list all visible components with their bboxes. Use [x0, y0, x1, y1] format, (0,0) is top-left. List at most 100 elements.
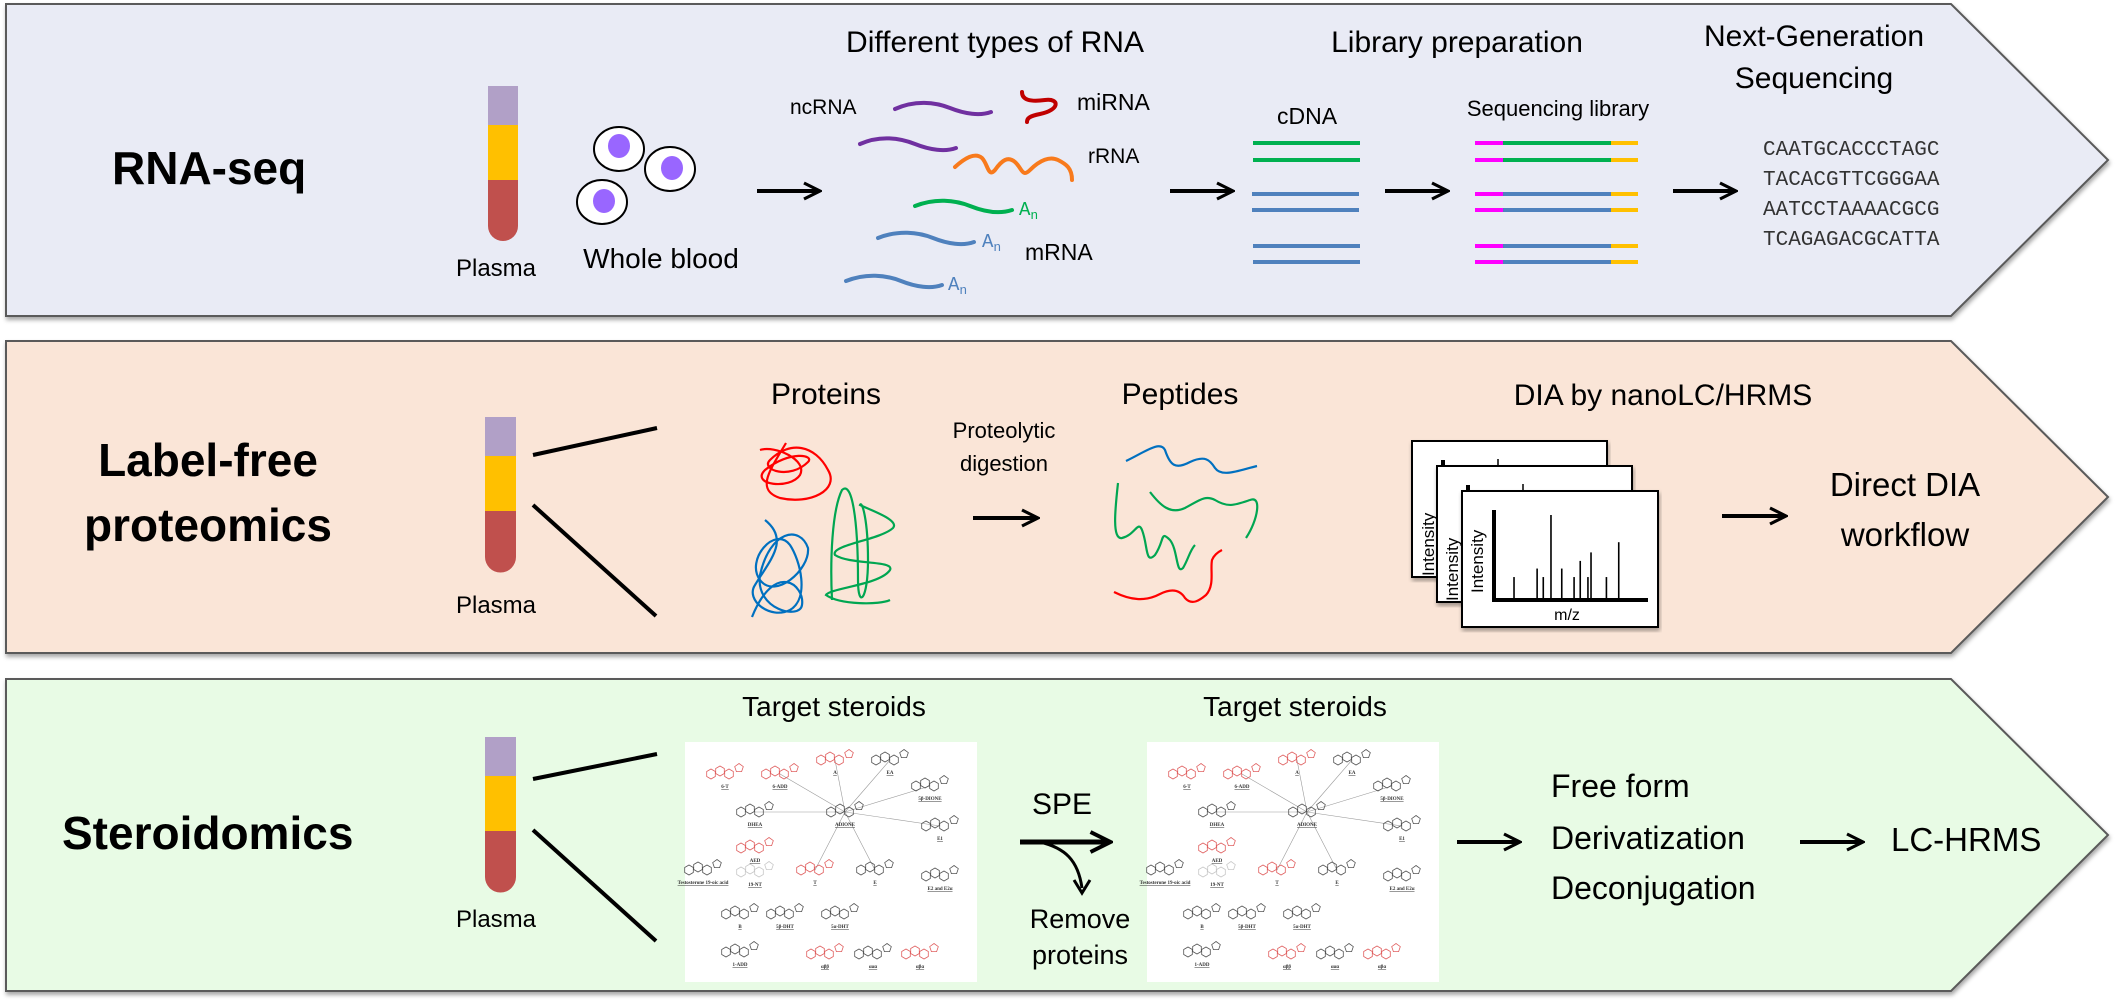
plasma-label: Plasma [455, 255, 537, 282]
steroid-structure-icon: 5β-DIONE [911, 775, 949, 802]
steroid-label: 19-NT [748, 883, 762, 888]
steroidomics-title: Steroidomics [62, 807, 354, 859]
steroid-structure-icon: Testosterone 19-oic acid [1140, 859, 1191, 886]
steroid-label: ADIONE [835, 823, 856, 828]
remove-proteins-line1: Remove [1029, 904, 1131, 934]
steroid-structure-icon: ααα [1316, 943, 1354, 970]
pathway-edge [844, 785, 931, 813]
steroid-label: 6-ADD [1235, 785, 1250, 790]
mrna-strand [913, 198, 1014, 215]
ngs-heading-line2: Sequencing [1734, 62, 1894, 95]
steroid-label: T [813, 881, 817, 886]
intensity-axis-label: Intensity [1419, 512, 1438, 576]
steroid-structure-icon: 19-NT [736, 861, 774, 888]
ncrna-strand [893, 100, 993, 117]
steroid-structure-icon: E [1318, 859, 1356, 886]
steroid-label: 5α-DHT [831, 925, 849, 930]
polya-tail-label: An [982, 231, 1002, 255]
lc-hrms-label: LC-HRMS [1891, 821, 2042, 858]
steroid-structure-icon: 1-ADD [721, 941, 759, 968]
remove-proteins-line2: proteins [1031, 940, 1129, 970]
steroid-structure-icon: 19-NT [1198, 861, 1236, 888]
connector-line [531, 503, 658, 618]
steroid-structure-icon: ααα [854, 943, 892, 970]
sequencing-library-icon [1475, 141, 1638, 264]
target-steroids-heading: Target steroids [1203, 691, 1387, 722]
steroid-label: AED [750, 859, 761, 864]
steroid-structure-icon: αββ [1268, 943, 1306, 970]
polya-a: A [1019, 199, 1031, 221]
library-prep-heading: Library preparation [1331, 26, 1583, 59]
proteomics-title-line2: proteomics [84, 499, 332, 551]
steroid-structure-icon: A [1278, 749, 1316, 776]
steroid-structure-icon: EA [871, 749, 909, 776]
steroid-label: 6-T [721, 785, 729, 790]
sequence-read: TACACGTTCGGGAA [1763, 169, 1940, 192]
steroid-structure-icon: E [856, 859, 894, 886]
steroid-label: ααα [1331, 965, 1340, 970]
connector-line [532, 426, 658, 457]
pathway-edge [814, 811, 846, 871]
steroid-label: EA [887, 771, 894, 776]
polya-n: n [1030, 208, 1039, 223]
peptides-heading: Peptides [1121, 378, 1239, 411]
pathway-edge [1241, 773, 1308, 813]
option-derivatization: Derivatization [1551, 820, 1745, 856]
polya-n: n [959, 283, 968, 298]
steroid-structure-icon: AED [736, 837, 774, 864]
digestion-label-line1: Proteolytic [952, 418, 1056, 443]
pathway-edge [1306, 785, 1393, 813]
steroid-structure-icon: αβα [1363, 943, 1401, 970]
steroid-label: 1-ADD [733, 963, 748, 968]
steroid-label: Testosterone 19-oic acid [1140, 881, 1191, 886]
steroid-structure-icon: 6-T [706, 763, 744, 790]
steroid-label: ADIONE [1297, 823, 1318, 828]
plasma-label: Plasma [455, 592, 537, 619]
steroid-label: E1 [937, 837, 943, 842]
steroid-label: AED [1212, 859, 1223, 864]
steroid-structure-icon: 5β-DIONE [1373, 775, 1411, 802]
steroid-label: αββ [1283, 965, 1291, 970]
steroid-label: B [738, 925, 742, 930]
steroid-structure-icon: 6-ADD [761, 763, 799, 790]
steroid-structure-icon: E1 [1383, 815, 1421, 842]
pathway-edge [844, 811, 876, 871]
steroid-label: E [1335, 881, 1339, 886]
mirna-label: miRNA [1077, 89, 1150, 115]
polya-tail-label: An [1019, 199, 1039, 223]
digestion-label-line2: digestion [959, 451, 1049, 476]
target-steroids-heading: Target steroids [742, 691, 926, 722]
steroid-structure-icon: ADIONE [826, 801, 864, 828]
steroid-label: ααα [869, 965, 878, 970]
option-deconjugation: Deconjugation [1551, 870, 1756, 906]
pathway-edge [844, 759, 891, 813]
steroid-label: E1 [1399, 837, 1405, 842]
proteins-heading: Proteins [770, 378, 882, 411]
steroid-label: A [1295, 771, 1299, 776]
steroid-structure-icon: E2 and E2α [921, 865, 959, 892]
pathway-edge [779, 773, 846, 813]
pathway-edge [1276, 811, 1308, 871]
pathway-edge [1306, 759, 1353, 813]
steroid-structure-icon: 5α-DHT [821, 903, 859, 930]
ncrna-strand [858, 136, 958, 153]
steroid-structure-icon: T [1258, 859, 1296, 886]
protein-tangles-icon [750, 442, 896, 618]
plasma-tube-icon [485, 737, 516, 893]
blood-cells-icon [576, 126, 696, 225]
steroid-label: 5β-DHT [1238, 925, 1256, 930]
steroid-structure-icon: B [721, 903, 759, 930]
steroid-label: DHEA [1210, 823, 1225, 828]
rrna-strand [953, 153, 1074, 182]
steroid-label: αβα [916, 965, 924, 970]
steroid-structure-icon: DHEA [736, 801, 774, 828]
steroid-structure-icon: E1 [921, 815, 959, 842]
steroid-label: 6-ADD [773, 785, 788, 790]
intensity-axis-label: Intensity [1468, 529, 1487, 593]
polya-n: n [993, 240, 1002, 255]
steroid-structure-icon: 5α-DHT [1283, 903, 1321, 930]
polya-a: A [982, 231, 994, 253]
